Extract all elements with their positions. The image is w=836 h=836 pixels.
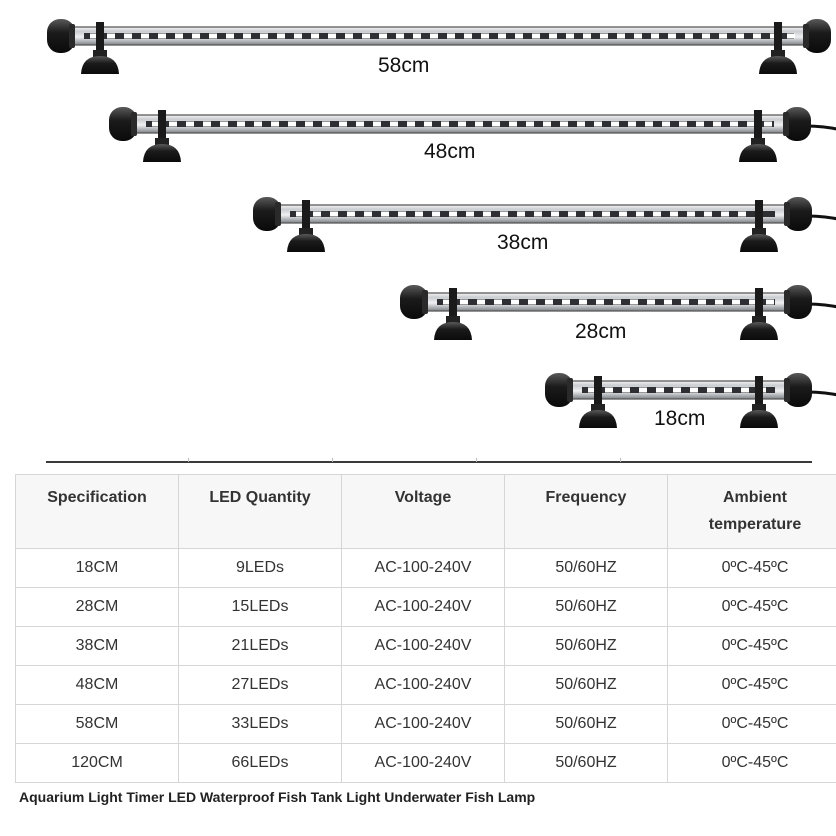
lamp-18cm: 18cm — [542, 366, 836, 446]
lamp-28cm-graphic — [400, 285, 836, 340]
cell-voltage: AC-100-240V — [341, 743, 505, 783]
spec-table: Specification LED Quantity Voltage Frequ… — [15, 474, 836, 783]
header-frequency: Frequency — [504, 474, 668, 549]
cell-led-qty: 15LEDs — [178, 587, 342, 627]
cell-led-qty: 21LEDs — [178, 626, 342, 666]
cell-voltage: AC-100-240V — [341, 704, 505, 744]
lamp-38cm-label: 38cm — [497, 231, 549, 254]
cell-temperature: 0ºC-45ºC — [667, 587, 836, 627]
cell-voltage: AC-100-240V — [341, 626, 505, 666]
cell-led-qty: 66LEDs — [178, 743, 342, 783]
cell-frequency: 50/60HZ — [504, 587, 668, 627]
table-row: 28CM 15LEDs AC-100-240V 50/60HZ 0ºC-45ºC — [15, 587, 836, 627]
lamp-38cm: 38cm — [250, 190, 836, 270]
cell-frequency: 50/60HZ — [504, 665, 668, 705]
cell-voltage: AC-100-240V — [341, 548, 505, 588]
cell-frequency: 50/60HZ — [504, 704, 668, 744]
cell-spec: 58CM — [15, 704, 179, 744]
table-header-row: Specification LED Quantity Voltage Frequ… — [15, 474, 836, 549]
lamp-38cm-graphic — [253, 197, 836, 252]
cell-led-qty: 27LEDs — [178, 665, 342, 705]
lamp-48cm-graphic — [109, 107, 836, 162]
lamp-18cm-label: 18cm — [654, 407, 706, 430]
cell-frequency: 50/60HZ — [504, 626, 668, 666]
cell-spec: 18CM — [15, 548, 179, 588]
divider-line — [46, 458, 812, 463]
cell-spec: 38CM — [15, 626, 179, 666]
table-row: 38CM 21LEDs AC-100-240V 50/60HZ 0ºC-45ºC — [15, 626, 836, 666]
cell-led-qty: 9LEDs — [178, 548, 342, 588]
table-row: 58CM 33LEDs AC-100-240V 50/60HZ 0ºC-45ºC — [15, 704, 836, 744]
lamp-18cm-graphic — [545, 373, 836, 428]
product-caption: Aquarium Light Timer LED Waterproof Fish… — [19, 789, 536, 805]
lamp-58cm-label: 58cm — [378, 54, 430, 77]
cell-led-qty: 33LEDs — [178, 704, 342, 744]
cell-spec: 28CM — [15, 587, 179, 627]
lamp-58cm-graphic — [47, 19, 831, 74]
lamp-28cm-label: 28cm — [575, 320, 627, 343]
cell-voltage: AC-100-240V — [341, 665, 505, 705]
cell-frequency: 50/60HZ — [504, 548, 668, 588]
table-row: 48CM 27LEDs AC-100-240V 50/60HZ 0ºC-45ºC — [15, 665, 836, 705]
lamp-48cm: 48cm — [106, 100, 836, 180]
cell-temperature: 0ºC-45ºC — [667, 704, 836, 744]
lamp-28cm: 28cm — [397, 278, 836, 358]
header-voltage: Voltage — [341, 474, 505, 549]
cell-spec: 120CM — [15, 743, 179, 783]
lamp-48cm-label: 48cm — [424, 140, 476, 163]
table-row: 120CM 66LEDs AC-100-240V 50/60HZ 0ºC-45º… — [15, 743, 836, 783]
table-row: 18CM 9LEDs AC-100-240V 50/60HZ 0ºC-45ºC — [15, 548, 836, 588]
cell-temperature: 0ºC-45ºC — [667, 665, 836, 705]
cell-spec: 48CM — [15, 665, 179, 705]
cell-frequency: 50/60HZ — [504, 743, 668, 783]
lamp-illustrations: 58cm 48cm 38cm 28cm 18cm — [44, 12, 836, 446]
cell-temperature: 0ºC-45ºC — [667, 743, 836, 783]
cell-temperature: 0ºC-45ºC — [667, 548, 836, 588]
lamp-58cm: 58cm — [44, 12, 836, 92]
header-specification: Specification — [15, 474, 179, 549]
header-ambient-temperature: Ambient temperature — [667, 474, 836, 549]
cell-temperature: 0ºC-45ºC — [667, 626, 836, 666]
cell-voltage: AC-100-240V — [341, 587, 505, 627]
header-led-quantity: LED Quantity — [178, 474, 342, 549]
